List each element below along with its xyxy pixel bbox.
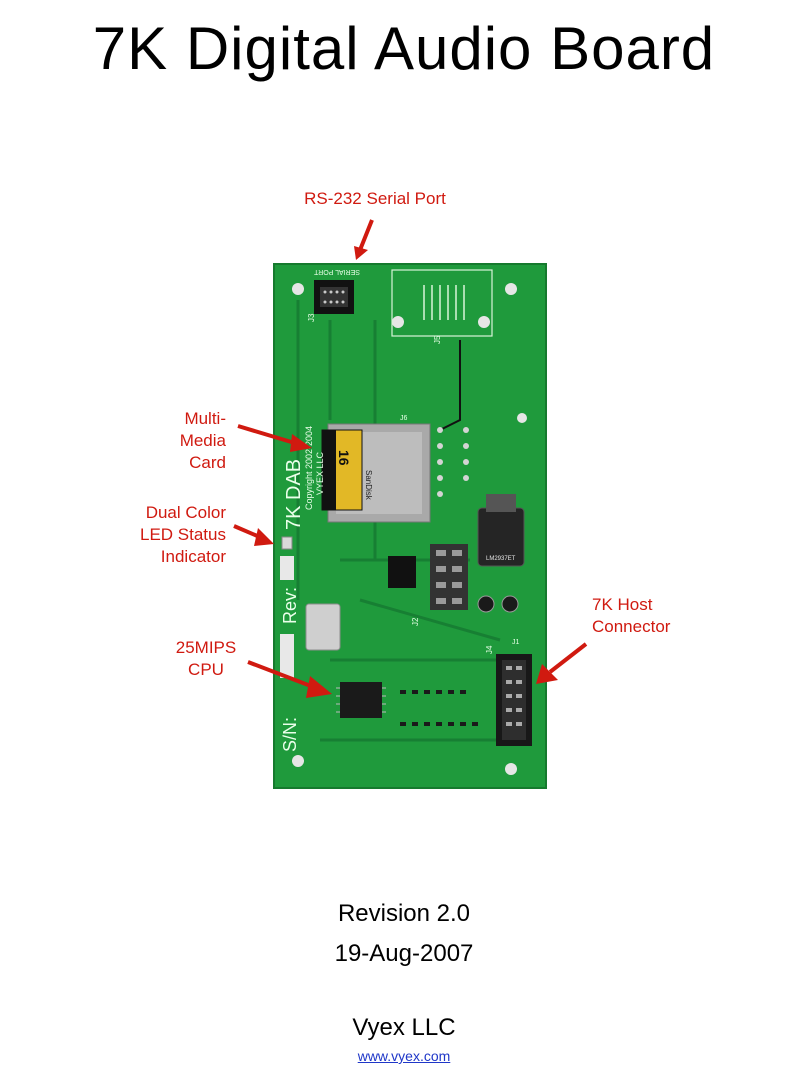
capacitor bbox=[477, 595, 495, 613]
arrow-mmc bbox=[237, 424, 312, 452]
page-title: 7K Digital Audio Board bbox=[92, 15, 716, 82]
mounting-hole bbox=[517, 413, 527, 423]
serial-port-silk: SERIAL PORT bbox=[313, 268, 360, 275]
mounting-hole bbox=[292, 755, 304, 767]
maker-silk: VYEX LLC bbox=[315, 451, 325, 495]
capacitor bbox=[501, 595, 519, 613]
card-brand-label: SanDisk bbox=[364, 470, 373, 501]
callout-host-connector: 7K Host Connector bbox=[592, 595, 671, 636]
arrow-serial-port bbox=[354, 219, 374, 260]
j1-silk: J1 bbox=[512, 639, 520, 646]
j3-silk: J3 bbox=[307, 313, 316, 322]
mounting-hole bbox=[505, 283, 517, 295]
mounting-hole bbox=[478, 316, 490, 328]
regulator-silk: LM2937ET bbox=[486, 556, 516, 562]
callout-cpu: 25MIPS CPU bbox=[175, 638, 237, 679]
arrow-host-connector bbox=[536, 642, 588, 684]
cpu-chip bbox=[340, 682, 382, 718]
rev-silk: Rev: bbox=[280, 587, 300, 624]
j6-silk: J6 bbox=[400, 415, 408, 422]
copyright-silk: Copyright 2002-2004 bbox=[304, 426, 314, 510]
callout-serial-port: RS-232 Serial Port bbox=[304, 189, 446, 208]
arrow-cpu bbox=[247, 660, 332, 698]
website-link-container: www.vyex.com bbox=[0, 1048, 808, 1064]
j2-header bbox=[430, 544, 468, 610]
audio-ic bbox=[388, 556, 416, 588]
arrow-led bbox=[233, 524, 274, 546]
sn-silk: S/N: bbox=[280, 717, 300, 752]
mounting-hole bbox=[292, 283, 304, 295]
board-name-silk: 7K DAB bbox=[283, 459, 305, 530]
callout-mmc: Multi- Media Card bbox=[179, 409, 226, 472]
company-text: Vyex LLC bbox=[352, 1014, 456, 1041]
callout-led: Dual Color LED Status Indicator bbox=[140, 503, 226, 566]
status-led bbox=[281, 536, 293, 550]
mounting-hole bbox=[505, 763, 517, 775]
mounting-hole bbox=[392, 316, 404, 328]
j5-silk: J5 bbox=[433, 335, 442, 344]
j2-silk: J2 bbox=[411, 617, 420, 626]
date-text: 19-Aug-2007 bbox=[334, 940, 474, 967]
crystal-oscillator bbox=[305, 603, 341, 651]
revision-text: Revision 2.0 bbox=[337, 900, 471, 927]
j5-footprint bbox=[391, 269, 493, 337]
card-capacity-label: 16 bbox=[336, 450, 352, 466]
website-link[interactable]: www.vyex.com bbox=[357, 1048, 451, 1064]
j4-silk: J4 bbox=[485, 645, 494, 654]
